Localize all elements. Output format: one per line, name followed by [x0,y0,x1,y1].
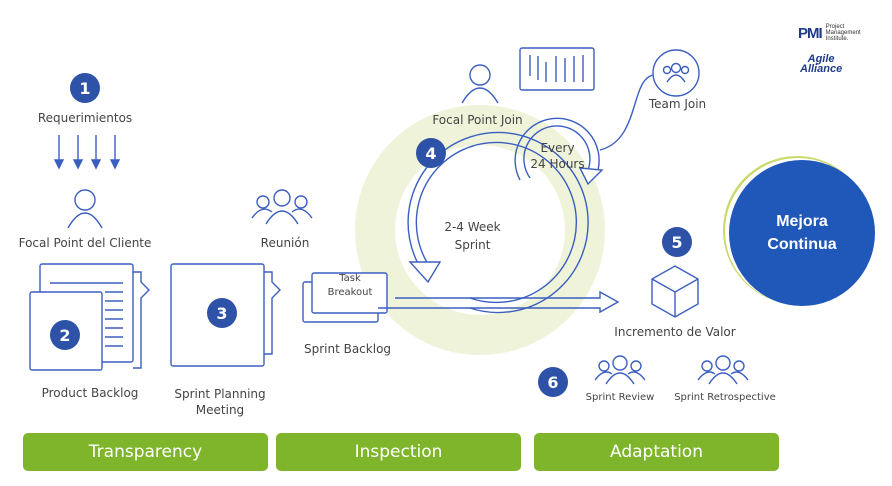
pmi-mark: PMI [798,24,823,42]
daily-loop-arrow [514,117,604,186]
sprint-retro-group-icon [697,355,749,385]
mejora-line1: Mejora [776,213,828,230]
alliance-text: Alliance [800,63,843,75]
pillar-inspection: Inspection [276,433,521,471]
pmi-text-line: Institute. [825,36,849,42]
step-5-badge: 5 [662,227,692,257]
reunion-group-icon [251,189,313,225]
sprint-backlog-label: Sprint Backlog [303,342,392,356]
mejora-line2: Continua [767,236,837,253]
sprint-line1: 2-4 Week [444,220,501,234]
requirement-arrows [53,135,121,170]
product-backlog-icon [29,263,150,371]
step-6-badge: 6 [538,367,568,397]
sprint-planning-label: Sprint Planning Meeting [165,386,275,418]
step-1-badge: 1 [70,73,100,103]
sprint-planning-line2: Meeting [195,403,245,417]
step-4-badge: 4 [416,138,446,168]
pillar-transparency: Transparency [23,433,268,471]
agile-text: Agile [807,53,835,65]
team-join-icon [599,49,700,151]
product-backlog-label: Product Backlog [41,386,139,400]
reunion-label: Reunión [260,236,310,250]
task-board-icon [519,47,595,91]
daily-line1: Every [540,141,575,155]
focal-point-join-label: Focal Point Join [432,113,523,127]
daily-line2: 24 Hours [530,157,585,171]
pmi-text-line: Management [825,30,861,36]
agile-alliance-logo: Agile Alliance [800,53,843,75]
pmi-text-line: Project [825,24,845,30]
sprint-retro-label: Sprint Retrospective [674,392,776,403]
task-breakout-line2: Breakout [327,287,373,298]
incremento-label: Incremento de Valor [614,325,736,339]
focal-point-person-icon [461,64,499,104]
pmi-logo: PMI Project Management Institute. [798,24,861,42]
sprint-line2: Sprint [454,238,491,252]
sprint-review-label: Sprint Review [585,392,655,403]
sprint-backlog-icon [302,272,388,323]
client-person-icon [67,189,103,229]
pillar-adaptation: Adaptation [534,433,779,471]
task-breakout-line1: Task [339,273,361,284]
step-2-badge: 2 [50,320,80,350]
daily-label: Every 24 Hours [525,140,590,172]
sprint-duration-label: 2-4 Week Sprint [430,218,515,254]
team-join-label: Team Join [648,97,707,111]
client-label: Focal Point del Cliente [18,236,152,250]
sprint-planning-line1: Sprint Planning [174,387,266,401]
task-breakout-label: Task Breakout [313,272,387,300]
step-3-badge: 3 [207,298,237,328]
forward-arrow [378,290,620,314]
watermark-logo [355,105,605,355]
value-cube-icon [651,265,699,318]
sprint-review-group-icon [594,355,646,385]
requerimientos-label: Requerimientos [37,111,133,125]
mejora-continua-circle: Mejora Continua [729,160,875,306]
